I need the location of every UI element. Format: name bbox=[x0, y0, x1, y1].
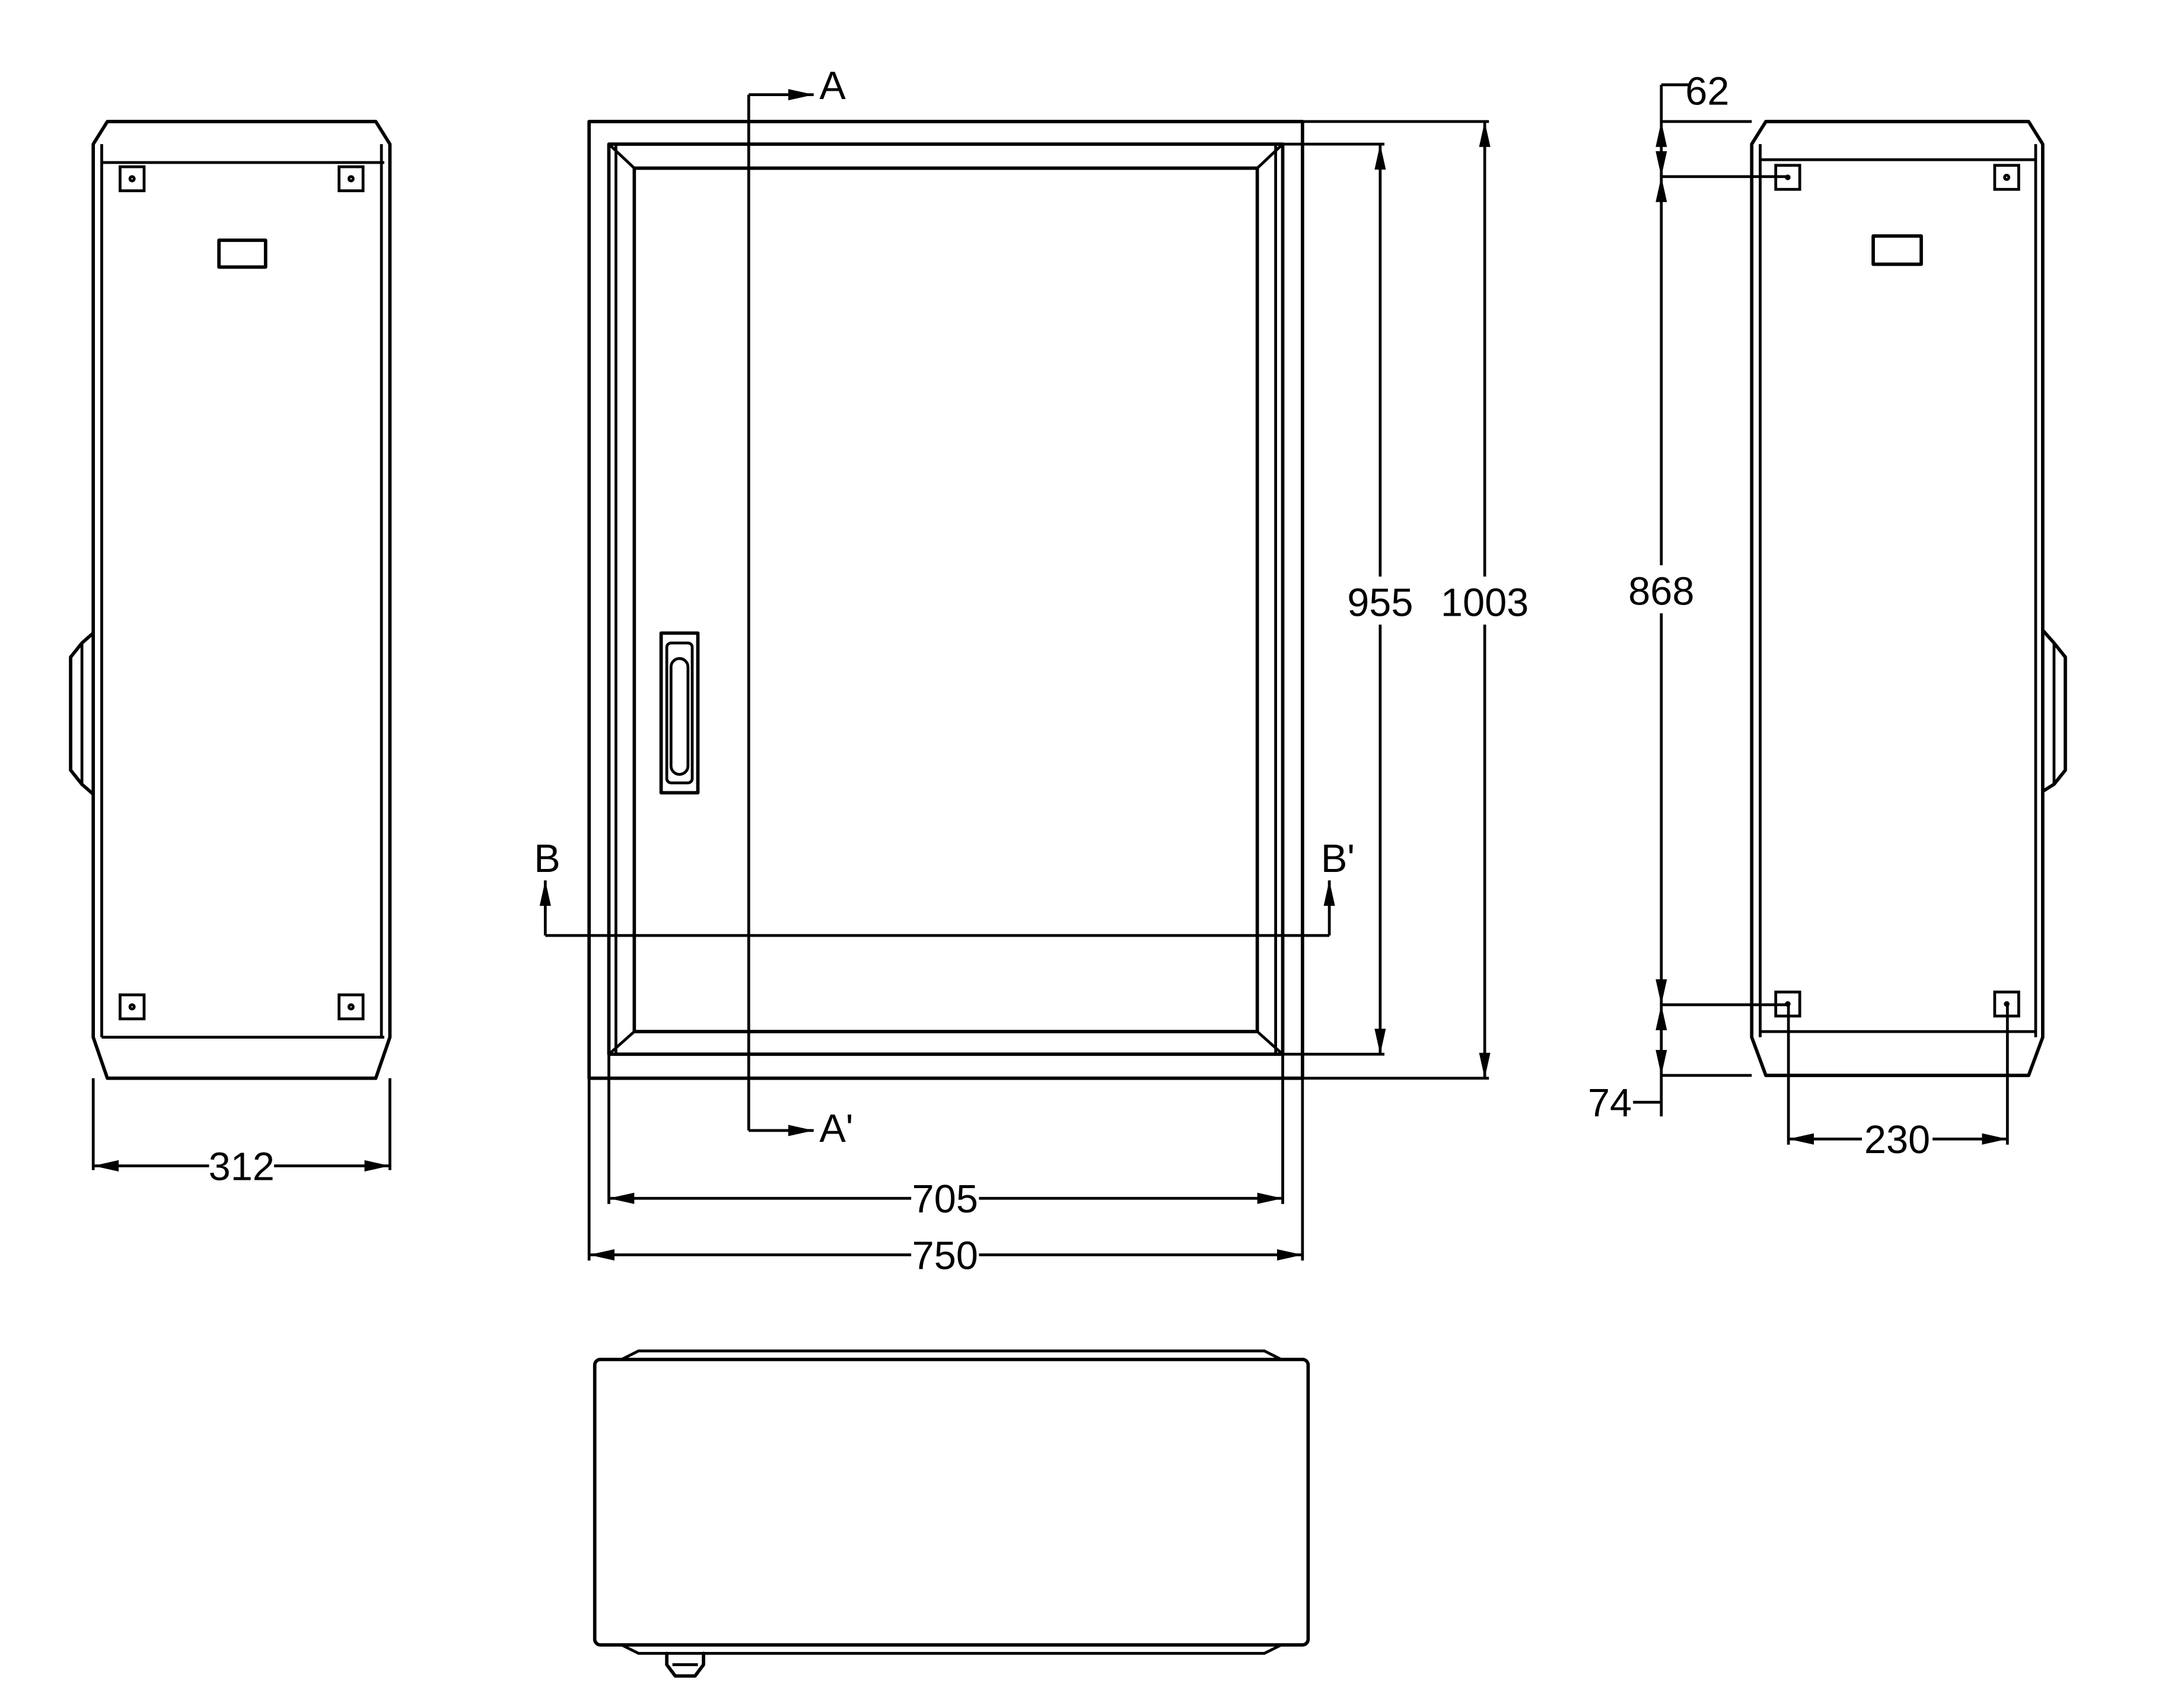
dim-label-1003: 1003 bbox=[1441, 581, 1529, 625]
dim-label-705: 705 bbox=[912, 1177, 978, 1221]
dimension-312: 312 bbox=[91, 1078, 391, 1189]
dimension-955: 955 bbox=[1282, 142, 1416, 1056]
section-line-a: A A' bbox=[747, 64, 854, 1151]
section-label-b-prime: B' bbox=[1321, 837, 1355, 881]
dim-label-868: 868 bbox=[1628, 570, 1694, 614]
door-handle bbox=[659, 631, 700, 795]
front-view bbox=[587, 120, 1304, 1080]
dimension-868-group: 62 868 74 bbox=[1588, 69, 1789, 1125]
dimension-750: 750 bbox=[587, 1078, 1304, 1278]
left-side-view bbox=[69, 120, 392, 1080]
section-label-a-prime: A' bbox=[819, 1107, 853, 1151]
section-label-b: B bbox=[534, 837, 560, 881]
bottom-view bbox=[593, 1349, 1310, 1678]
dimension-230: 230 bbox=[1787, 1004, 2009, 1162]
dimension-1003: 1003 bbox=[1302, 120, 1530, 1080]
section-line-b: B B' bbox=[534, 837, 1355, 937]
dim-label-750: 750 bbox=[912, 1234, 978, 1278]
dim-label-62: 62 bbox=[1685, 69, 1729, 113]
dimension-705: 705 bbox=[607, 1054, 1284, 1221]
dim-label-74: 74 bbox=[1588, 1081, 1632, 1125]
section-label-a: A bbox=[819, 64, 846, 108]
dim-label-230: 230 bbox=[1864, 1118, 1930, 1162]
right-side-view bbox=[1750, 120, 2067, 1077]
dim-label-312: 312 bbox=[209, 1145, 275, 1189]
dim-label-955: 955 bbox=[1347, 581, 1413, 625]
